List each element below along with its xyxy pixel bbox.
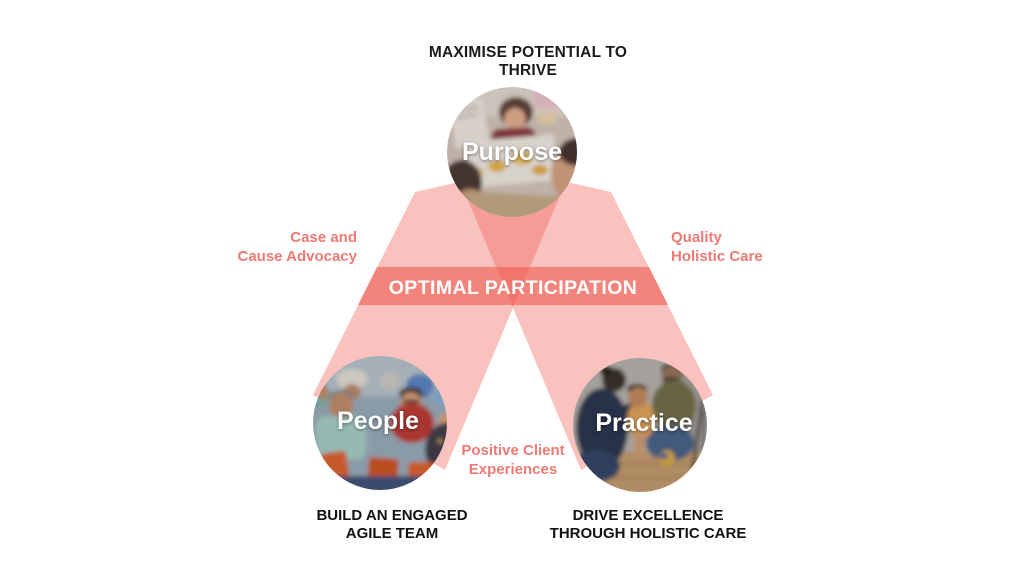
practice-caption-line2: THROUGH HOLISTIC CARE: [549, 525, 747, 542]
edge-bottom-line1: Positive Client: [461, 442, 565, 459]
practice-caption: DRIVE EXCELLENCE THROUGH HOLISTIC CARE: [523, 507, 773, 543]
edge-left-line2: Cause Advocacy: [237, 248, 357, 265]
people-caption-line1: BUILD AN ENGAGED: [316, 507, 468, 524]
purpose-node-label: Purpose: [461, 138, 563, 166]
positive-client-experiences-label: Positive Client Experiences: [411, 441, 615, 479]
page-title: MAXIMISE POTENTIAL TO THRIVE: [428, 44, 628, 79]
purpose-photo-circle: [447, 87, 577, 217]
people-caption-line2: AGILE TEAM: [345, 525, 439, 542]
edge-right-line2: Holistic Care: [671, 248, 763, 265]
case-and-cause-advocacy-label: Case and Cause Advocacy: [197, 228, 357, 266]
edge-right-line1: Quality: [671, 229, 722, 246]
quality-holistic-care-label: Quality Holistic Care: [671, 228, 831, 266]
practice-caption-line1: DRIVE EXCELLENCE: [572, 507, 724, 524]
edge-left-line1: Case and: [290, 229, 357, 246]
people-caption: BUILD AN ENGAGED AGILE TEAM: [280, 507, 504, 543]
optimal-participation-label: OPTIMAL PARTICIPATION: [388, 277, 638, 299]
optimal-participation-band: [358, 267, 668, 305]
practice-node-label: Practice: [595, 409, 693, 437]
edge-bottom-line2: Experiences: [468, 461, 558, 478]
people-node-label: People: [337, 407, 419, 435]
